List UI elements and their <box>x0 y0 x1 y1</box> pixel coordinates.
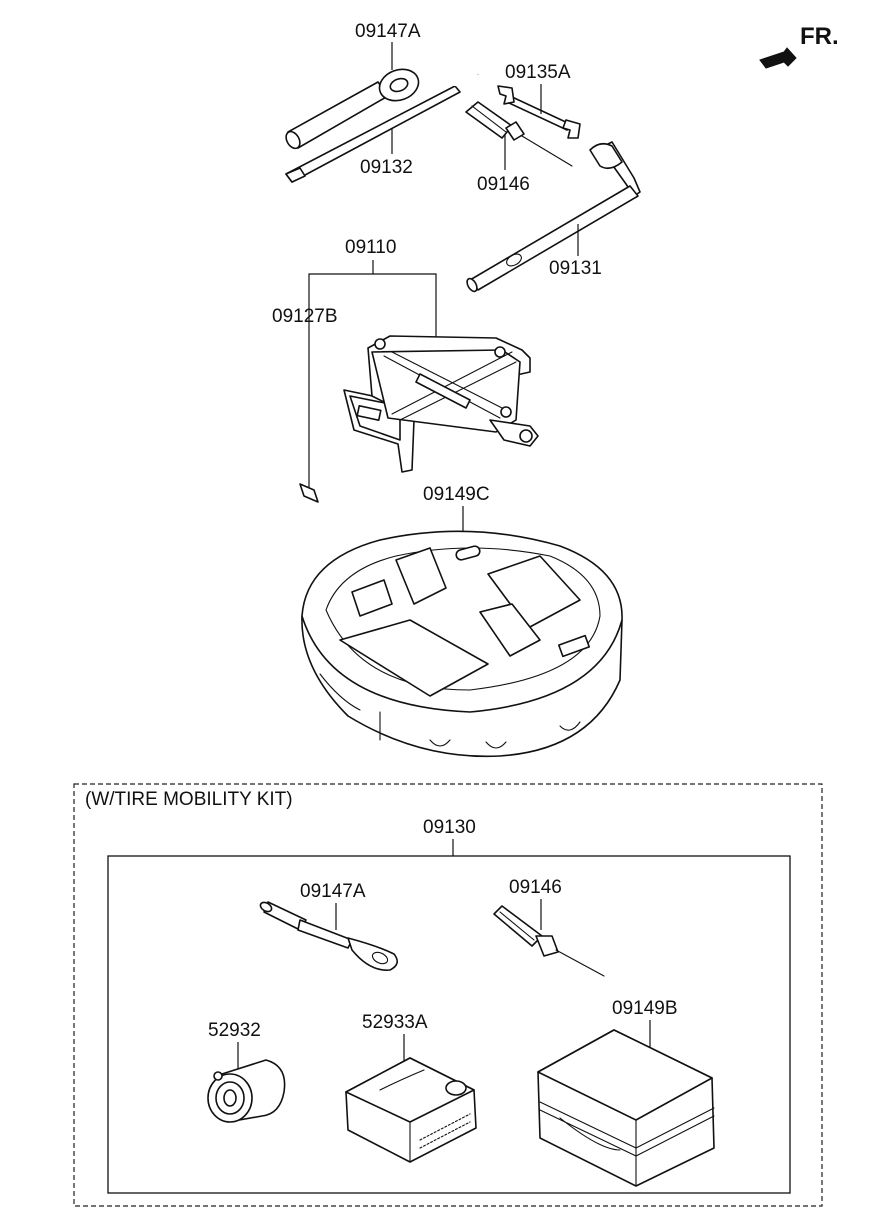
part-number-52933A: 52933A <box>362 1012 428 1033</box>
part-number-52932: 52932 <box>208 1020 261 1041</box>
part-number-09146: 09146 <box>477 174 530 195</box>
valve-core-tool-drawing <box>259 901 398 971</box>
front-arrow-icon <box>759 47 797 69</box>
kit-screwdriver-drawing <box>493 905 605 977</box>
part-number-09127B: 09127B <box>272 306 338 327</box>
open-end-wrench-drawing <box>497 85 581 139</box>
jack-handle-drawing <box>466 141 641 293</box>
kit-carrying-case-drawing <box>537 1029 715 1187</box>
part-number-09110: 09110 <box>345 237 396 258</box>
kit-section-title: (W/TIRE MOBILITY KIT) <box>85 789 293 810</box>
tool-tray-drawing <box>301 530 623 758</box>
wheel-nut-wrench-drawing <box>285 68 420 150</box>
part-number-kit-09146: 09146 <box>509 877 562 898</box>
tire-mobility-kit-section <box>73 783 823 1207</box>
part-number-09130: 09130 <box>423 817 476 838</box>
part-number-09147A: 09147A <box>355 21 421 42</box>
front-direction-indicator: FR. <box>759 23 839 69</box>
part-number-kit-09147A: 09147A <box>300 881 366 902</box>
front-label: FR. <box>800 23 839 50</box>
part-number-09135A: 09135A <box>505 62 571 83</box>
screwdriver-drawing <box>465 101 573 167</box>
valve-adapter-drawing <box>207 1059 286 1123</box>
kit-contents-box <box>107 855 791 1194</box>
air-compressor-drawing <box>345 1057 477 1163</box>
part-number-09149C: 09149C <box>423 484 490 505</box>
part-number-09149B: 09149B <box>612 998 678 1019</box>
extension-bar-drawing <box>285 62 480 183</box>
part-number-09132: 09132 <box>360 157 413 178</box>
part-number-09131: 09131 <box>549 258 602 279</box>
scissor-jack-drawing <box>343 335 539 473</box>
jack-label-sticker-drawing <box>299 483 319 503</box>
